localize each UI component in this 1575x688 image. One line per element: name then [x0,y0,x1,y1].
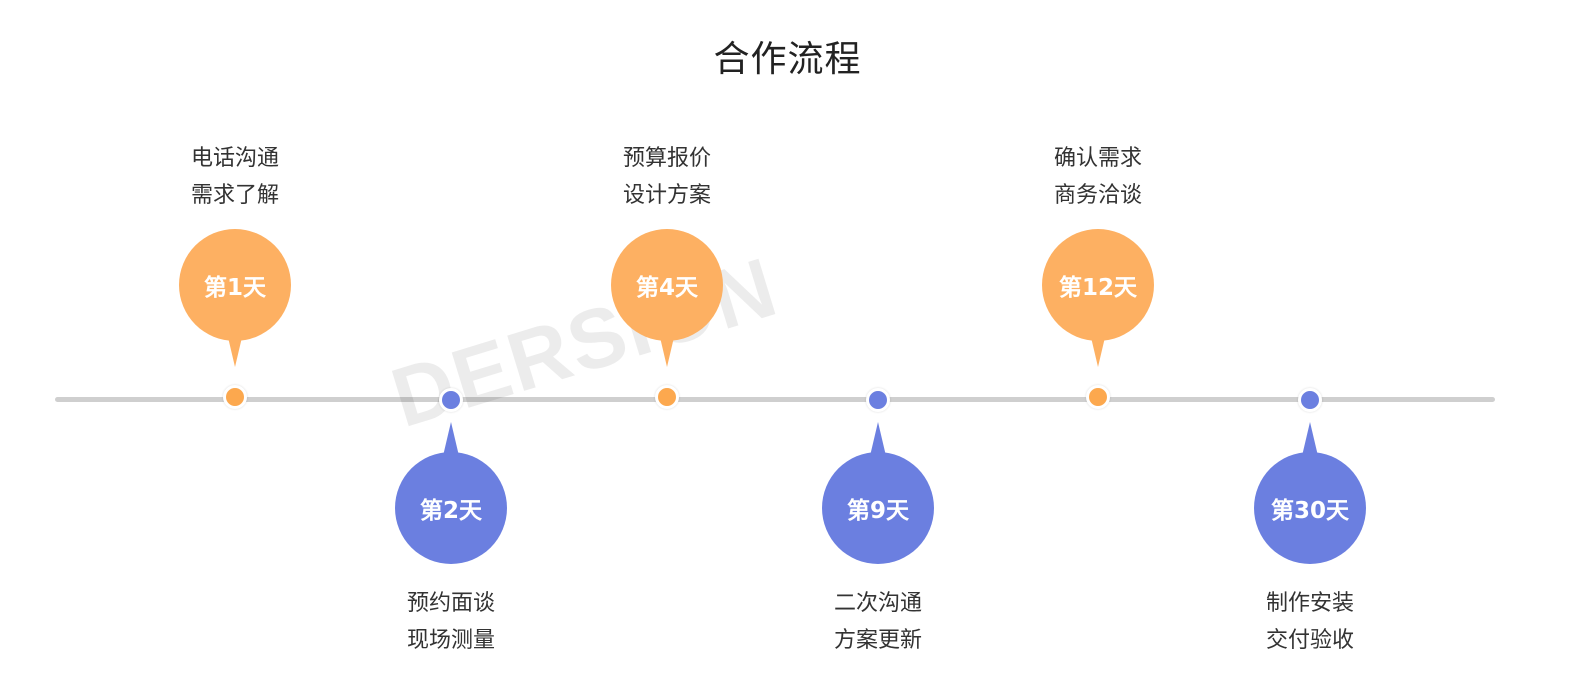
day-bubble: 第12天 [1042,229,1154,367]
day-bubble: 第1天 [179,229,291,367]
step-caption-line-2: 设计方案 [622,183,711,208]
step-caption: 预算报价 设计方案 [557,140,777,214]
step-caption-line-2: 需求了解 [190,183,279,208]
watermark: DERSION [381,239,788,445]
timeline-dot [223,385,247,409]
step-caption-line-1: 预约面谈 [406,591,495,616]
timeline-dot [1298,388,1322,412]
step-caption-line-1: 确认需求 [1053,146,1142,171]
step-caption-line-2: 现场测量 [406,628,495,653]
timeline-dot [866,388,890,412]
timeline-line [55,397,1495,402]
day-bubble: 第9天 [822,422,934,564]
timeline-dot [439,388,463,412]
day-bubble: 第30天 [1254,422,1366,564]
step-caption: 制作安装 交付验收 [1200,585,1420,659]
step-caption: 电话沟通 需求了解 [125,140,345,214]
step-caption-line-1: 二次沟通 [833,591,922,616]
step-caption-line-2: 商务洽谈 [1053,183,1142,208]
day-bubble: 第4天 [611,229,723,367]
step-caption: 确认需求 商务洽谈 [988,140,1208,214]
step-caption-line-2: 方案更新 [833,628,922,653]
step-caption: 预约面谈 现场测量 [341,585,561,659]
page-title: 合作流程 [713,39,862,80]
timeline-dot [655,385,679,409]
step-caption-line-1: 制作安装 [1265,591,1354,616]
step-caption-line-1: 电话沟通 [190,146,279,171]
timeline-dot [1086,385,1110,409]
step-caption-line-1: 预算报价 [622,146,711,171]
day-bubble: 第2天 [395,422,507,564]
step-caption-line-2: 交付验收 [1265,628,1354,653]
step-caption: 二次沟通 方案更新 [768,585,988,659]
